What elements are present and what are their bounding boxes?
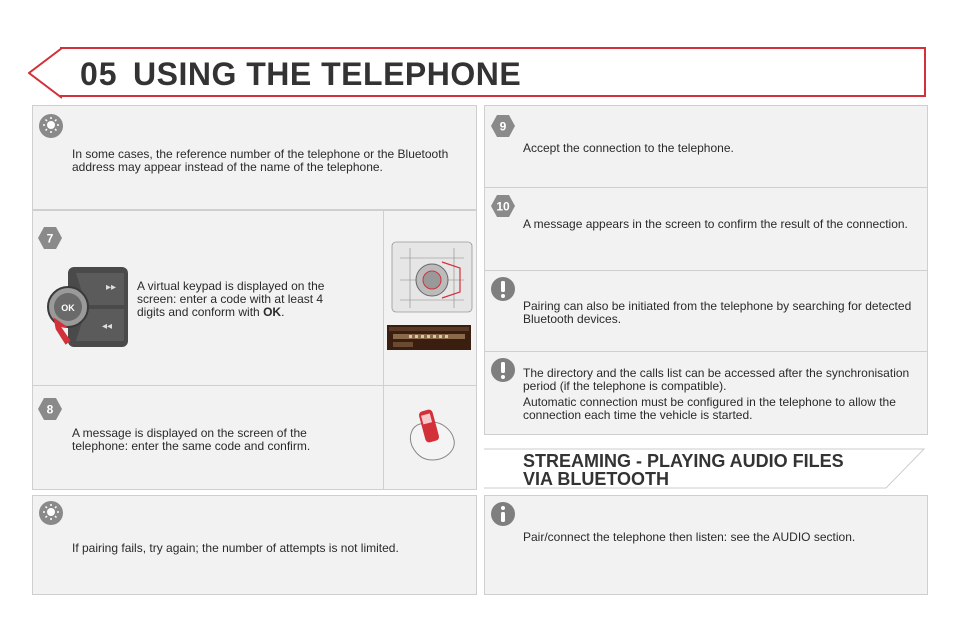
screen-keypad-illustration xyxy=(387,325,471,350)
step-7-text-ok: OK xyxy=(263,305,282,319)
warning-text-1: Pairing can also be initiated from the t… xyxy=(523,299,912,326)
svg-text:9: 9 xyxy=(500,120,507,134)
step-7-text-end: . xyxy=(281,305,285,319)
note-text-2: If pairing fails, try again; the number … xyxy=(72,541,399,555)
warning-icon xyxy=(491,277,515,301)
note-text-1: In some cases, the reference number of t… xyxy=(72,147,449,174)
step-8-badge: 8 xyxy=(38,398,62,420)
warning-text-2b: Automatic connection must be configured … xyxy=(523,395,896,422)
info-icon xyxy=(491,502,515,526)
chapter-number: 05 xyxy=(80,56,118,92)
section-subheading-line1: STREAMING - PLAYING AUDIO FILES xyxy=(523,451,844,471)
divider xyxy=(32,385,477,386)
step-9-badge: 9 xyxy=(491,115,515,137)
step-7-text: A virtual keypad is displayed on the scr… xyxy=(137,280,349,319)
svg-text:10: 10 xyxy=(496,200,510,214)
svg-text:8: 8 xyxy=(47,403,54,417)
header-frame xyxy=(60,47,926,97)
subheading-frame xyxy=(484,448,926,489)
svg-text:7: 7 xyxy=(47,232,54,246)
note-panel-1 xyxy=(32,105,477,210)
step-10-text: A message appears in the screen to confi… xyxy=(523,217,908,231)
step-7-badge: 7 xyxy=(38,227,62,249)
console-illustration xyxy=(390,240,474,314)
warning-icon xyxy=(491,358,515,382)
page-title: USING THE TELEPHONE xyxy=(133,56,522,92)
step-7-text-main: A virtual keypad is displayed on the scr… xyxy=(137,279,325,319)
info-panel xyxy=(484,495,928,595)
phone-in-hand-illustration xyxy=(402,406,462,466)
note-panel-2 xyxy=(32,495,477,595)
section-subheading-line2: VIA BLUETOOTH xyxy=(523,469,670,489)
svg-text:OK: OK xyxy=(61,303,75,313)
step-9-text: Accept the connection to the telephone. xyxy=(523,141,734,155)
step-8-text: A message is displayed on the screen of … xyxy=(72,426,311,453)
header-corner-decoration xyxy=(28,47,62,99)
divider xyxy=(484,187,928,188)
ok-knob-illustration: ▸▸ ◂◂ OK xyxy=(46,265,130,350)
svg-text:▸▸: ▸▸ xyxy=(106,282,116,293)
lightbulb-tip-icon xyxy=(39,501,63,525)
svg-text:◂◂: ◂◂ xyxy=(102,321,112,332)
divider xyxy=(383,210,384,490)
divider xyxy=(484,351,928,352)
lightbulb-tip-icon xyxy=(39,114,63,138)
warning-text-2a: The directory and the calls list can be … xyxy=(523,366,910,393)
info-text: Pair/connect the telephone then listen: … xyxy=(523,530,856,544)
step-10-badge: 10 xyxy=(491,195,515,217)
divider xyxy=(484,270,928,271)
